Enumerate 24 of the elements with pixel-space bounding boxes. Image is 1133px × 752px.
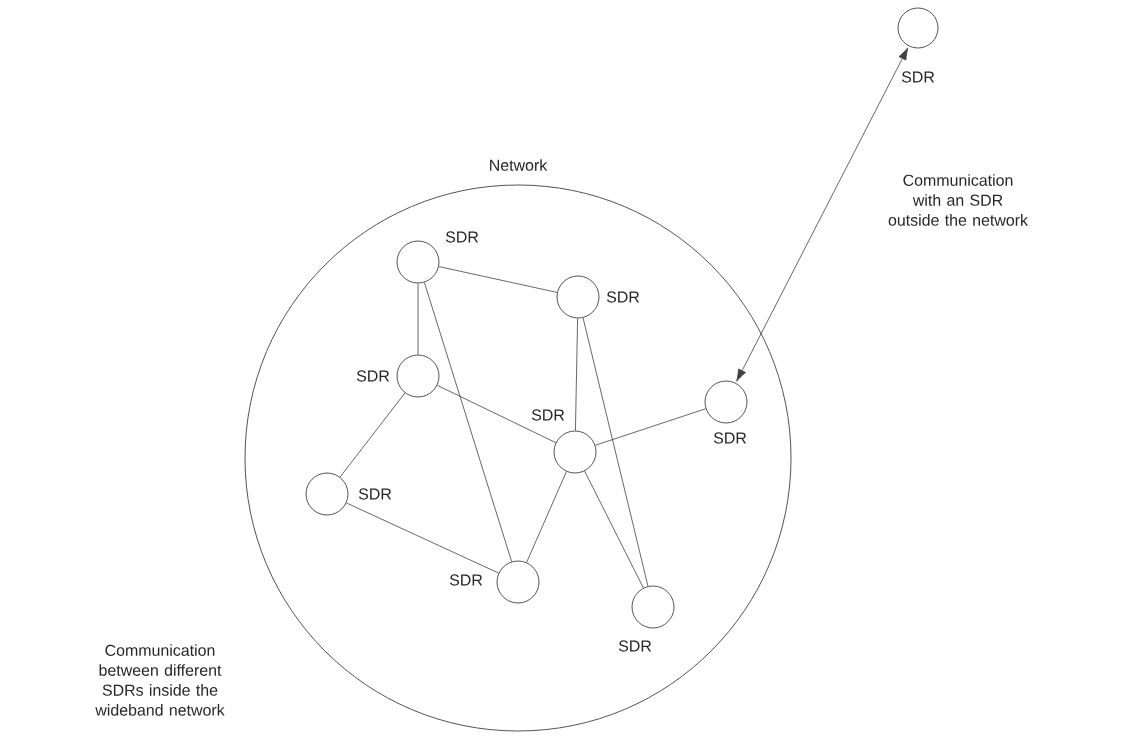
- connector-line: [526, 471, 567, 563]
- node-label: SDR: [445, 231, 479, 243]
- node-label: SDR: [713, 432, 747, 444]
- connector-line: [339, 392, 406, 478]
- connector-line: [436, 384, 557, 444]
- connector-line: [584, 470, 644, 589]
- node-label: Network: [490, 159, 548, 171]
- node-label: SDR: [356, 370, 390, 382]
- connector-line: [438, 266, 558, 293]
- node-label: SDR: [606, 291, 640, 303]
- arrow: [736, 47, 909, 382]
- annotation-text: Communication between different SDRs inside the wideband network: [95, 644, 225, 716]
- node-label: SDR: [358, 488, 392, 500]
- connector-line: [575, 318, 578, 431]
- connector-line: [346, 502, 499, 574]
- node-label: SDR: [901, 71, 935, 83]
- connector-line: [582, 317, 649, 587]
- node-label: SDR: [618, 640, 652, 652]
- node-label: SDR: [449, 574, 483, 586]
- connector-line: [594, 408, 707, 446]
- node-label: SDR: [531, 409, 565, 421]
- annotation-text: Communication with an SDR outside the network: [888, 174, 1028, 226]
- connector-line: [417, 283, 419, 355]
- connector-line: [424, 282, 512, 562]
